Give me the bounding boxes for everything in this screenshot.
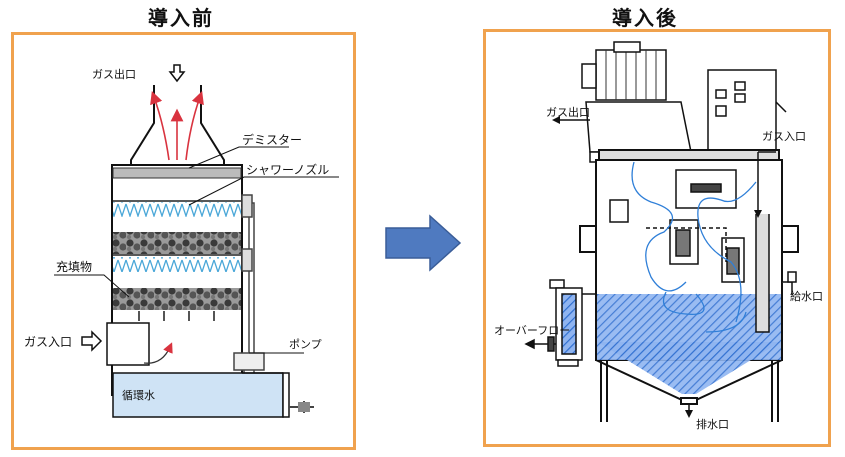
drain-label: 排水口 — [696, 417, 729, 431]
overflow-label: オーバーフロー — [494, 324, 570, 337]
gas-outlet-arrow-icon — [552, 116, 590, 124]
outlet-arrow-icon — [168, 64, 186, 83]
pump-label: ポンプ — [289, 338, 322, 351]
cone-water-fill — [598, 342, 780, 394]
gas-inlet-label: ガス入口 — [762, 130, 806, 143]
gas-inlet-arrow-icon — [754, 151, 776, 218]
gas-flow-arrows — [150, 90, 204, 161]
before-panel: ガス出口 デミスター シャワーノズル 充填物 ガス入口 ポンプ 循環水 — [11, 32, 356, 450]
leader-lines — [54, 146, 339, 354]
gas-flow-lines — [631, 161, 757, 333]
new-scrubber-diagram: ガス出口 ガス入口 給水口 オーバーフロー 排水口 — [494, 41, 823, 431]
transition-arrow-icon — [385, 214, 462, 272]
gas-inlet-label: ガス入口 — [24, 335, 72, 349]
water-supply-pipe — [782, 271, 797, 294]
internal-baffles — [609, 169, 770, 333]
after-title: 導入後 — [612, 6, 678, 30]
circulating-water-sump — [112, 372, 314, 418]
gas-inlet-duct — [81, 322, 173, 366]
after-panel: ガス出口 ガス入口 給水口 オーバーフロー 排水口 — [483, 29, 831, 447]
drain-arrow-icon — [685, 404, 693, 418]
gas-outlet-label: ガス出口 — [92, 67, 136, 81]
circulating-water-label: 循環水 — [122, 389, 155, 402]
water-supply-label: 給水口 — [790, 289, 823, 303]
overflow-pipe — [524, 279, 596, 367]
packing-label: 充填物 — [56, 259, 92, 274]
demister-label: デミスター — [242, 132, 302, 147]
shower-nozzle-label: シャワーノズル — [246, 162, 329, 177]
gas-outlet-label: ガス出口 — [546, 105, 590, 119]
before-title: 導入前 — [148, 6, 214, 30]
inlet-arrow-icon — [81, 330, 103, 352]
conventional-scrubber-diagram: ガス出口 デミスター シャワーノズル 充填物 ガス入口 ポンプ 循環水 — [24, 64, 339, 418]
control-box — [707, 69, 787, 161]
fan-motor — [581, 41, 692, 163]
